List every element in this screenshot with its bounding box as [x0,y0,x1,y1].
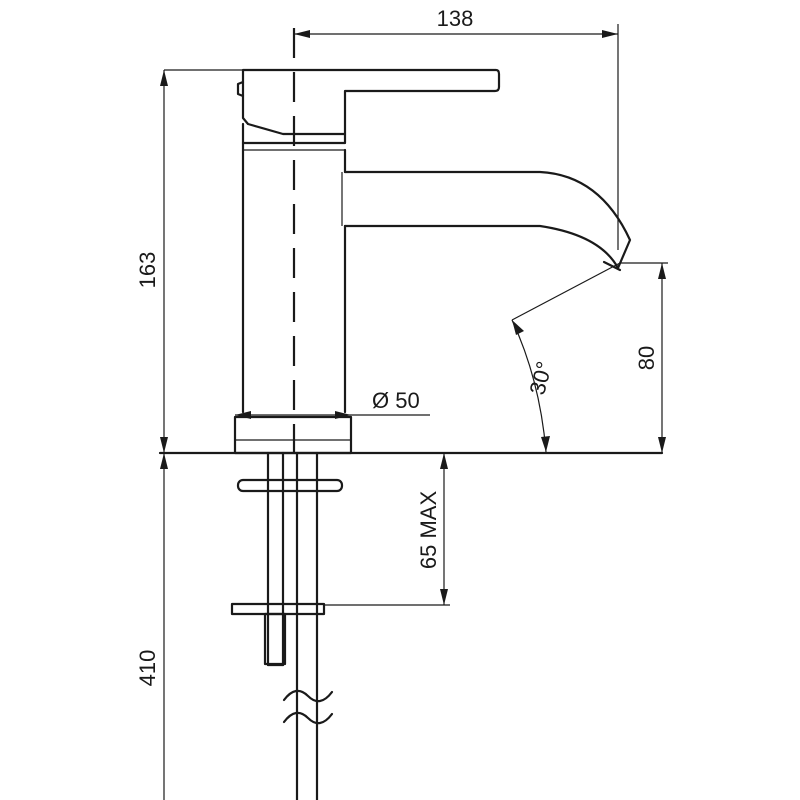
label-hose-length: 410 [135,650,160,687]
fixing-assembly [230,451,344,800]
dimension-overall-height: 163 [135,69,243,453]
dimension-spout-reach: 138 [294,6,619,250]
fixing-washer [236,478,344,493]
label-overall-height: 163 [135,252,160,289]
handle-button [236,80,245,98]
label-spout-reach: 138 [437,6,474,31]
dimension-max-deck-thickness: 65 MAX [324,453,450,606]
dimension-hose-length: 410 [135,453,168,800]
hose-break-symbol [282,689,334,703]
handle-lever [241,68,501,136]
fixing-plate [230,602,326,616]
dimension-spout-angle: 30° [511,262,621,453]
fixing-nut [263,612,287,666]
label-spout-height: 80 [634,346,659,370]
spout [343,170,632,270]
body-column [241,141,347,414]
dimension-spout-height: 80 [620,262,668,453]
label-max-deck-thickness: 65 MAX [416,491,441,570]
spout-aerator [602,260,622,272]
faucet-body [233,28,632,455]
dimension-base-diameter: Ø 50 [235,388,430,419]
label-base-diameter: Ø 50 [372,388,420,413]
hose-break-symbol-lower [282,711,334,725]
